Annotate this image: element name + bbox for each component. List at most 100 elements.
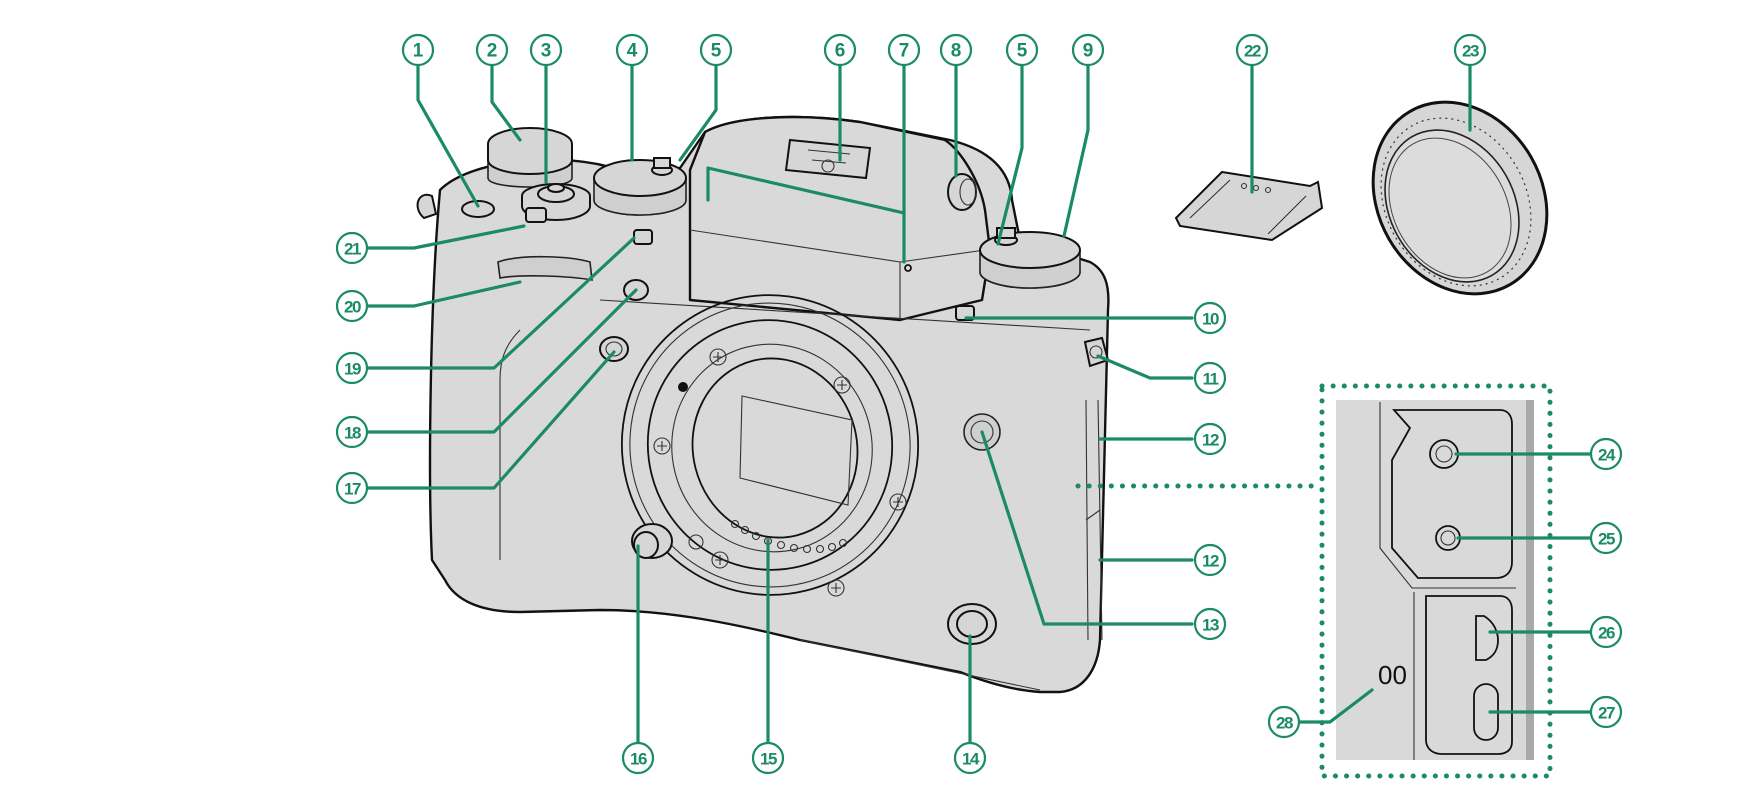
callout-number: 6 [835, 41, 846, 62]
callout-c18: 18 [335, 415, 369, 449]
callout-number: 25 [1598, 530, 1615, 549]
callout-circle [953, 741, 987, 775]
callout-number: 13 [1202, 616, 1219, 635]
callout-circle [1589, 695, 1623, 729]
callout-c28: 28 [1267, 705, 1301, 739]
callout-circle [529, 33, 563, 67]
callout-number: 16 [630, 750, 647, 769]
callout-c9: 9 [1071, 33, 1105, 67]
callout-c15: 15 [751, 741, 785, 775]
callout-number: 11 [1203, 370, 1219, 389]
callout-number: 5 [1017, 41, 1028, 62]
callout-c19: 19 [335, 351, 369, 385]
callout-circle [1005, 33, 1039, 67]
callout-c16: 16 [621, 741, 655, 775]
callout-number: 14 [962, 750, 980, 769]
callout-c20: 20 [335, 289, 369, 323]
callout-number: 12 [1202, 552, 1219, 571]
callout-number: 12 [1202, 431, 1219, 450]
right-top-dials [947, 173, 1110, 645]
callout-number: 9 [1083, 41, 1094, 62]
callout-circle [1193, 301, 1227, 335]
hot-shoe-cover [1174, 170, 1324, 242]
callout-number: 24 [1598, 446, 1616, 465]
callout-number: 3 [541, 41, 552, 62]
callout-circle [1453, 33, 1487, 67]
callout-c13: 13 [1193, 607, 1227, 641]
callout-circle [1589, 521, 1623, 555]
callout-number: 4 [627, 41, 638, 62]
callout-number: 7 [899, 41, 910, 62]
callout-c5b: 5 [1005, 33, 1039, 67]
callout-number: 15 [760, 750, 777, 769]
callout-circle [335, 231, 369, 265]
callout-circle [751, 741, 785, 775]
callout-number: 27 [1598, 704, 1615, 723]
callout-c22: 22 [1235, 33, 1269, 67]
callout-circle [1235, 33, 1269, 67]
callout-c12b: 12 [1193, 543, 1227, 577]
callout-circle [335, 415, 369, 449]
callout-c7: 7 [887, 33, 921, 67]
callout-number: 28 [1276, 714, 1293, 733]
callout-number: 2 [487, 41, 498, 62]
left-top-dials [461, 127, 687, 362]
callout-circle [823, 33, 857, 67]
callout-number: 17 [344, 480, 361, 499]
callout-circle [475, 33, 509, 67]
callout-circle [401, 33, 435, 67]
callout-number: 5 [711, 41, 722, 62]
callout-c3: 3 [529, 33, 563, 67]
camera-body [416, 115, 1110, 694]
callout-c14: 14 [953, 741, 987, 775]
callout-number: 26 [1598, 624, 1615, 643]
callout-circle [335, 471, 369, 505]
callout-circle [699, 33, 733, 67]
callout-circle [1193, 422, 1227, 456]
terminal-inset: 00 [1075, 383, 1553, 779]
callout-c6: 6 [823, 33, 857, 67]
callout-circle [939, 33, 973, 67]
lens-mount [620, 294, 920, 597]
callout-circle [1589, 437, 1623, 471]
callout-c11: 11 [1193, 361, 1227, 395]
callout-c1: 1 [401, 33, 435, 67]
callout-number: 22 [1244, 42, 1261, 61]
callout-number: 20 [344, 298, 361, 317]
callout-number: 1 [413, 41, 424, 62]
callout-c4: 4 [615, 33, 649, 67]
callout-c27: 27 [1589, 695, 1623, 729]
callout-circle [1193, 543, 1227, 577]
callout-circle [1193, 361, 1227, 395]
callout-circle [887, 33, 921, 67]
callout-circle [621, 741, 655, 775]
inset-mark-text: 00 [1378, 660, 1407, 690]
callout-c26: 26 [1589, 615, 1623, 649]
callout-number: 19 [344, 360, 361, 379]
callout-circle [1267, 705, 1301, 739]
callout-circle [1589, 615, 1623, 649]
callout-circle [1071, 33, 1105, 67]
callout-number: 10 [1202, 310, 1219, 329]
callout-number: 23 [1462, 42, 1479, 61]
callout-c24: 24 [1589, 437, 1623, 471]
callout-c10: 10 [1193, 301, 1227, 335]
callout-circle [335, 351, 369, 385]
callout-circle [1193, 607, 1227, 641]
callout-number: 18 [344, 424, 361, 443]
callout-c25: 25 [1589, 521, 1623, 555]
callout-c2: 2 [475, 33, 509, 67]
callout-c8: 8 [939, 33, 973, 67]
callout-number: 21 [344, 240, 361, 259]
callout-c17: 17 [335, 471, 369, 505]
callout-c21: 21 [335, 231, 369, 265]
body-cap [1371, 100, 1549, 296]
callout-number: 8 [951, 41, 962, 62]
callout-c12a: 12 [1193, 422, 1227, 456]
callout-c23: 23 [1453, 33, 1487, 67]
callout-circle [615, 33, 649, 67]
leader-lines [366, 64, 1592, 748]
callout-c5a: 5 [699, 33, 733, 67]
